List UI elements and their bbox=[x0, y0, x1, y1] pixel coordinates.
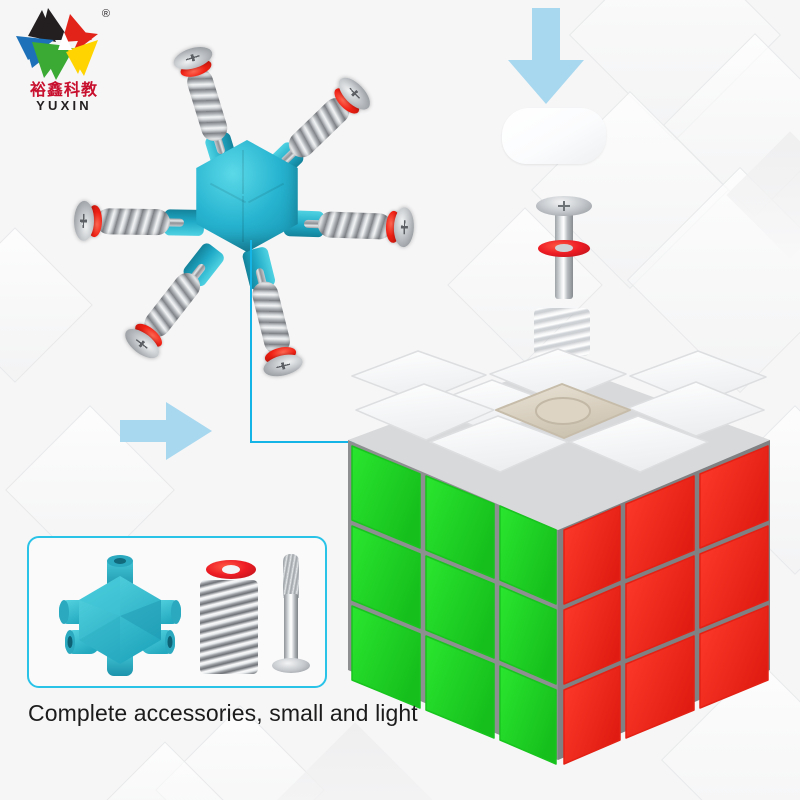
tile-left bbox=[499, 585, 557, 685]
six-arm-core-spider-exploded bbox=[40, 10, 460, 380]
screw-head-icon bbox=[536, 196, 592, 216]
center-spring bbox=[534, 308, 590, 356]
tile-right bbox=[563, 665, 621, 765]
accessories-box bbox=[27, 536, 327, 688]
tile-top bbox=[351, 350, 487, 403]
tile-top bbox=[355, 383, 495, 441]
spring bbox=[317, 211, 393, 240]
tile-left bbox=[425, 555, 495, 659]
spring bbox=[183, 65, 231, 145]
tile-top bbox=[429, 415, 569, 473]
accessories-caption: Complete accessories, small and light bbox=[28, 700, 418, 726]
star-logo-svg bbox=[16, 8, 98, 80]
tile-right bbox=[625, 475, 695, 579]
center-cap-exposed bbox=[495, 383, 631, 439]
tile-left bbox=[499, 665, 557, 765]
tile-left bbox=[351, 445, 421, 549]
tile-left bbox=[425, 635, 495, 739]
core-arm-left bbox=[72, 200, 205, 242]
teal-six-arm-core-hub bbox=[196, 140, 298, 252]
brand-logo: ® 裕鑫科教 YUXIN bbox=[8, 6, 120, 118]
screw-thread bbox=[283, 554, 299, 598]
tile-right bbox=[563, 585, 621, 685]
tile-top bbox=[569, 415, 709, 473]
tile-right bbox=[625, 555, 695, 659]
brand-name-en: YUXIN bbox=[36, 98, 92, 113]
3x3-speed-cube bbox=[330, 340, 800, 790]
cap-top-surface bbox=[501, 108, 607, 164]
spring bbox=[249, 278, 293, 357]
guide-line-vertical bbox=[250, 240, 252, 442]
tile-right bbox=[699, 605, 769, 709]
tile-left bbox=[425, 475, 495, 579]
spring bbox=[95, 208, 171, 236]
tile-right bbox=[699, 525, 769, 629]
cube-face-left bbox=[351, 445, 557, 765]
white-center-cap bbox=[498, 108, 610, 180]
core-arm-down bbox=[238, 245, 305, 381]
tile-left bbox=[351, 525, 421, 629]
screw-shaft bbox=[284, 594, 298, 664]
tile-right bbox=[563, 505, 621, 605]
tile-left bbox=[499, 505, 557, 605]
red-washer bbox=[206, 560, 256, 579]
registered-mark: ® bbox=[101, 8, 110, 20]
core-arm-lower-left bbox=[120, 239, 229, 364]
red-washer bbox=[538, 240, 590, 257]
core-arm-right bbox=[283, 206, 416, 248]
tile-right bbox=[625, 635, 695, 739]
tile-top bbox=[489, 348, 627, 403]
metal-spring bbox=[200, 580, 258, 674]
arrow-down-icon bbox=[494, 8, 598, 106]
arrow-right-icon bbox=[120, 400, 216, 462]
screw-head-icon bbox=[393, 206, 415, 248]
cube-face-right bbox=[563, 445, 769, 765]
tile-top bbox=[627, 381, 765, 437]
brand-name-cn: 裕鑫科教 bbox=[29, 80, 98, 99]
cube-face-top bbox=[351, 348, 767, 473]
spring-coil bbox=[534, 308, 590, 356]
tile-left bbox=[351, 605, 421, 709]
five-point-star-logo-icon: ® bbox=[12, 6, 112, 80]
tile-right bbox=[699, 445, 769, 549]
center-screw bbox=[528, 196, 600, 304]
center-screw bbox=[269, 554, 313, 676]
teal-six-arm-core bbox=[57, 554, 183, 676]
screw-head-icon bbox=[272, 658, 310, 673]
